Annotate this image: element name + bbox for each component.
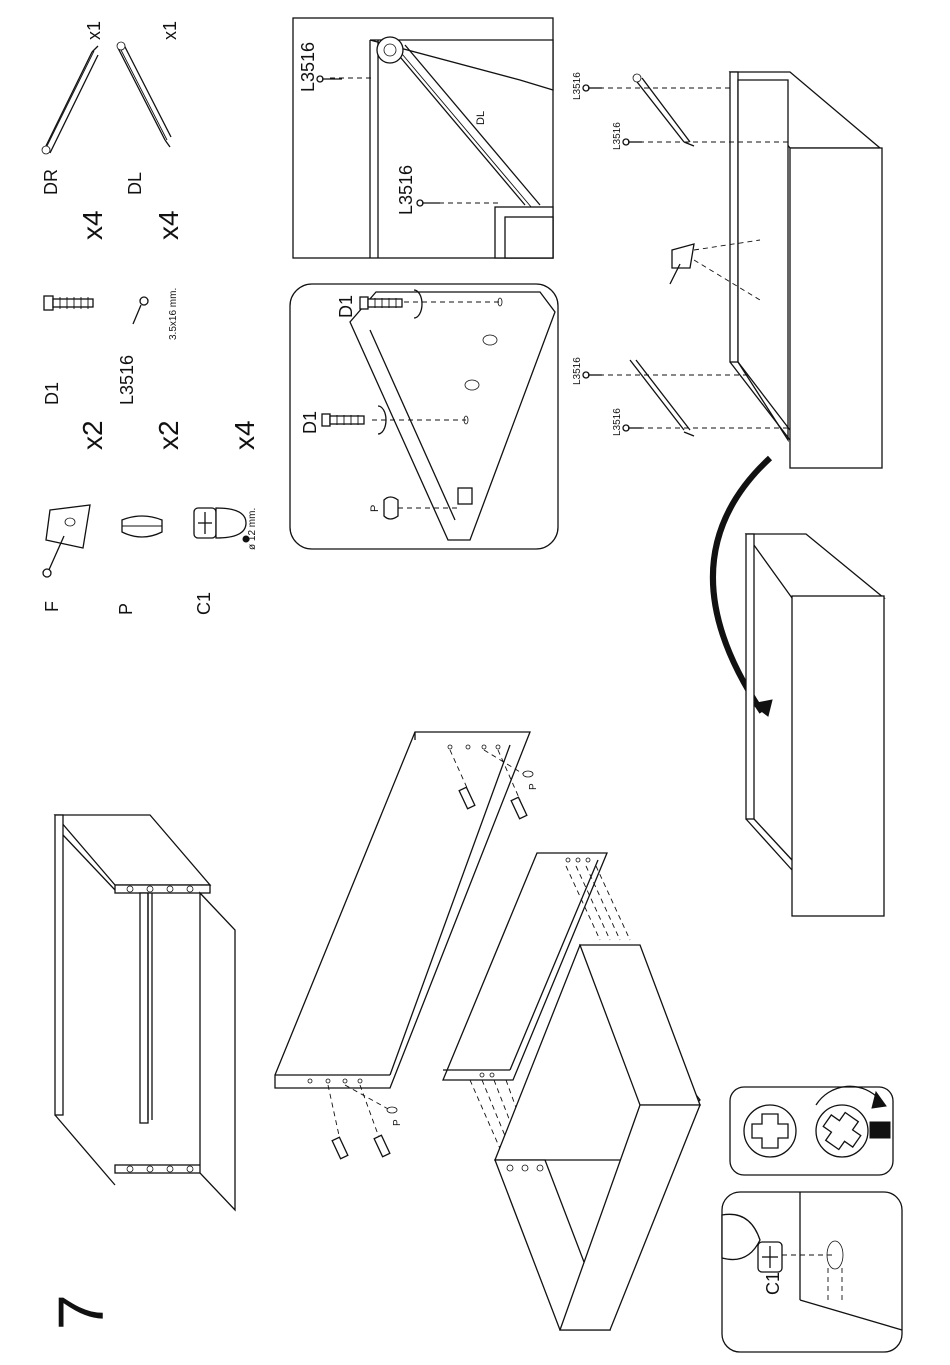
runner-installation: L3516 L3516 L3516 L3516 <box>572 72 882 468</box>
detail-screw-label-top: L3516 <box>298 42 318 92</box>
screw-icon <box>417 200 440 206</box>
f-qty: x2 <box>77 420 108 450</box>
dowel-d1-part <box>44 296 93 310</box>
cross-slot-icon <box>818 1107 867 1156</box>
dowel-detail-frame: D1 D1 P <box>290 284 558 549</box>
wheel-icon <box>42 146 50 154</box>
assembly-plug-label-top: P <box>528 783 539 790</box>
c1-qty: x4 <box>229 420 260 450</box>
rotate-arrow-icon <box>816 1086 880 1105</box>
l3516-code: L3516 <box>117 355 137 405</box>
c1-size: ø 12 mm. <box>247 508 258 550</box>
screwdriver-icon <box>870 1122 890 1138</box>
runner-screw-label-3: L3516 <box>572 357 583 385</box>
wheel-icon <box>117 42 125 50</box>
dowel-icon <box>332 1137 348 1159</box>
screw-icon <box>623 139 642 145</box>
dl-qty: x1 <box>160 21 180 40</box>
camlock-insert-detail: C1 <box>722 1192 902 1352</box>
c1-code: C1 <box>194 592 214 615</box>
screw-icon <box>583 85 602 91</box>
runner-dl-part <box>117 42 171 147</box>
plug-icon <box>384 497 398 519</box>
d1-code: D1 <box>42 382 62 405</box>
runner-upper <box>633 74 694 146</box>
runner-screw-label-2: L3516 <box>612 122 623 150</box>
screw-icon <box>583 372 602 378</box>
dowel-icon <box>374 1135 390 1157</box>
dr-code: DR <box>41 169 61 195</box>
detail-screw-label-bottom: L3516 <box>396 165 416 215</box>
p-qty: x2 <box>153 420 184 450</box>
bracket-icon <box>672 244 694 268</box>
runner-detail-frame: L3516 L3516 DL <box>293 18 553 258</box>
assembly-plug-label-bottom: P <box>392 1119 403 1126</box>
detail-runner-label: DL <box>475 111 487 125</box>
plug-icon <box>387 1107 397 1113</box>
detail-plug-label: P <box>369 505 381 512</box>
camlock-rotate-detail <box>730 1086 893 1175</box>
step-number: 7 <box>45 1294 117 1330</box>
runner-screw-label-4: L3516 <box>612 408 623 436</box>
flip-arrow-icon <box>713 458 770 712</box>
dowel-icon <box>360 297 402 309</box>
runner-lower <box>630 360 694 436</box>
l3516-size: 3.5x16 mm. <box>168 288 179 340</box>
dl-code: DL <box>125 172 145 195</box>
p-code: P <box>116 603 136 615</box>
plug-p-part <box>122 516 162 537</box>
bracket-f-part <box>43 505 90 577</box>
detail-dowel-label-top: D1 <box>336 295 356 318</box>
camlock-detail-label: C1 <box>763 1272 783 1295</box>
plug-icon <box>523 771 533 777</box>
f-code: F <box>42 601 62 612</box>
camlock-c1-part <box>194 508 249 542</box>
screw-l3516-part <box>133 297 148 324</box>
dowel-icon <box>511 797 527 819</box>
dr-qty: x1 <box>84 21 104 40</box>
runner-dr-part <box>42 46 98 154</box>
d1-qty: x4 <box>77 210 108 240</box>
drawer-closed-view <box>746 534 884 916</box>
parts-list: x1 DR x1 DL x4 D1 x4 L3516 <box>41 21 260 615</box>
cross-slot-icon <box>752 1114 788 1148</box>
runner-screw-label-1: L3516 <box>572 72 583 100</box>
hand-icon <box>722 1214 760 1259</box>
detail-dowel-label-bottom: D1 <box>300 411 320 434</box>
cabinet-carcass <box>55 815 235 1210</box>
screw-icon <box>623 425 642 431</box>
dowel-icon <box>322 414 364 426</box>
screw-icon <box>317 76 342 82</box>
l3516-qty: x4 <box>153 210 184 240</box>
